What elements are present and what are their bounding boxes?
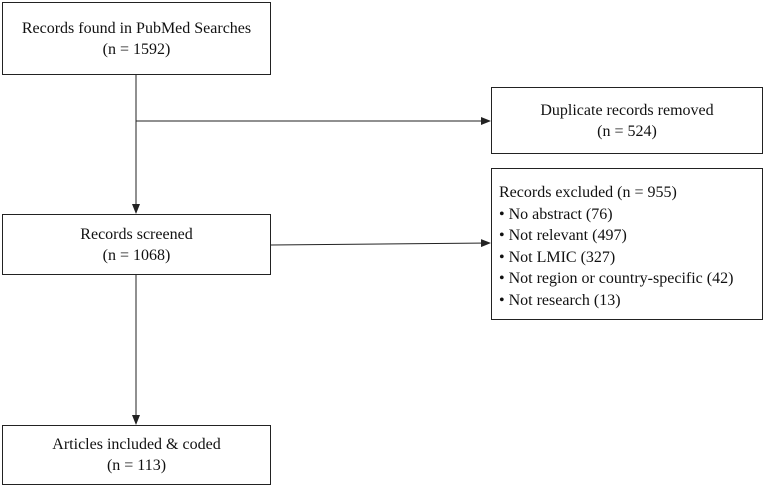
duplicates-removed-box: Duplicate records removed (n = 524) (491, 87, 763, 154)
exclusion-reason-item: • Not research (13) (499, 291, 621, 309)
records-found-label: Records found in PubMed Searches (21, 19, 252, 37)
exclusion-reason-item: • Not region or country-specific (42) (499, 270, 734, 287)
articles-included-label: Articles included & coded (52, 436, 221, 453)
duplicates-removed-label: Duplicate records removed (540, 101, 714, 119)
duplicates-removed-count: (n = 524) (597, 122, 657, 140)
exclusion-reason-item: • Not LMIC (327) (499, 248, 616, 266)
records-screened-label: Records screened (80, 225, 193, 243)
articles-included-count: (n = 113) (106, 457, 167, 474)
records-screened-count: (n = 1068) (102, 246, 171, 264)
arrow-screened-to-excluded (270, 239, 491, 248)
exclusion-reason-item: • Not relevant (497) (499, 227, 627, 244)
records-found-count: (n = 1592) (102, 40, 171, 58)
exclusion-reason-item: • No abstract (76) (499, 205, 613, 223)
records-found-box: Records found in PubMed Searches (n = 15… (2, 2, 271, 75)
records-screened-box: Records screened (n = 1068) (2, 214, 271, 275)
records-excluded-box: Records excluded (n = 955) • No abstract… (491, 168, 763, 320)
articles-included-box: Articles included & coded (n = 113) (2, 425, 271, 485)
records-excluded-title: Records excluded (n = 955) (499, 184, 677, 201)
